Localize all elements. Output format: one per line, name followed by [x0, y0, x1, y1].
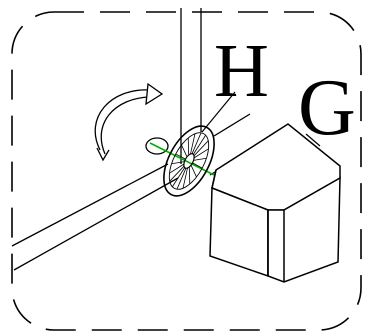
dashed-frame	[11, 11, 362, 331]
disc-spoke	[169, 163, 185, 174]
disc-spoke	[171, 161, 185, 165]
alignment-axis	[149, 142, 215, 176]
disc-spoke	[192, 162, 203, 169]
fan-disc-icon	[163, 125, 215, 197]
disc-spoke	[175, 153, 186, 160]
leader-lines	[201, 91, 321, 147]
disc-spoke	[181, 144, 188, 157]
disc-spoke	[193, 157, 207, 161]
disc-spoke	[172, 167, 186, 187]
disc-spoke	[191, 132, 202, 154]
disc-spoke	[176, 168, 187, 190]
disc-spoke	[169, 165, 185, 182]
floor-beam	[11, 163, 179, 271]
label-g: G	[298, 64, 356, 152]
disc-spoke	[182, 167, 188, 189]
block-g	[209, 123, 341, 283]
disc-spoke	[190, 165, 197, 178]
rotation-arrow-icon	[94, 82, 164, 162]
mounting-hole	[145, 137, 169, 155]
disc-spoke	[193, 140, 209, 157]
label-h: H	[214, 29, 269, 113]
disc-spoke	[193, 148, 209, 159]
disc-spoke	[192, 135, 206, 155]
disc-spoke	[190, 133, 196, 155]
